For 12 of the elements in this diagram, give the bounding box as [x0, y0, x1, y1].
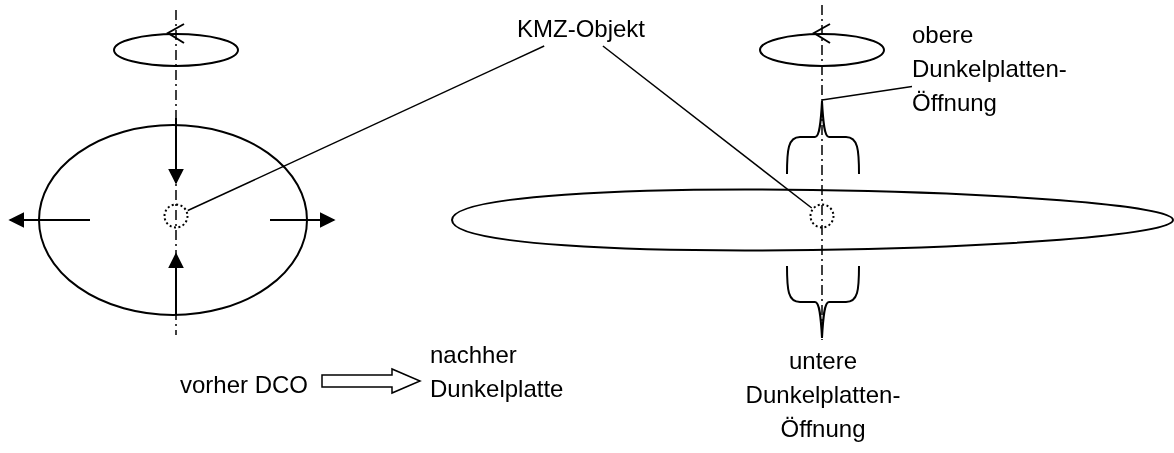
callout-text: obere Dunkelplatten- Öffnung	[912, 18, 1122, 120]
curly-bracket	[786, 100, 860, 175]
stage-text: nachher Dunkelplatte	[430, 338, 580, 406]
leader-line	[187, 45, 545, 212]
part-label: untere Dunkelplatten- Öffnung	[744, 346, 902, 444]
leader-line	[602, 45, 813, 209]
stage-text: vorher DCO	[180, 368, 312, 402]
leader-line	[821, 85, 913, 101]
dotted-circle	[163, 203, 189, 229]
hollow-arrow	[321, 367, 422, 395]
callout-text: KMZ-Objekt	[512, 12, 650, 46]
dotted-circle	[809, 203, 835, 229]
